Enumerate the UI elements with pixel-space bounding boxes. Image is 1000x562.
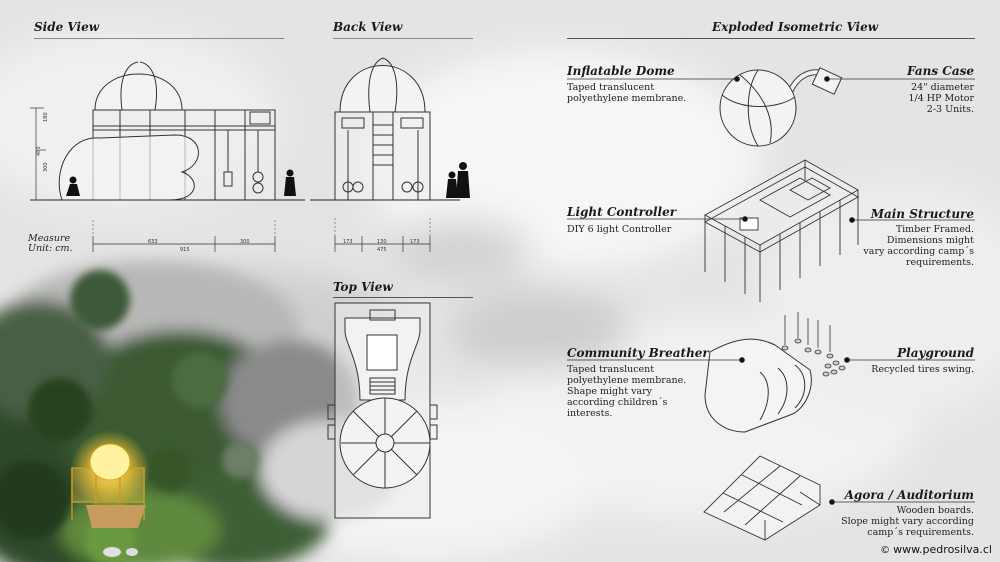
agora-description: Wooden boards. Slope might vary accordin… (841, 505, 974, 538)
side-view-title: Side View (34, 20, 100, 34)
agora-title: Agora / Auditorium (844, 488, 974, 502)
light-title: Light Controller (567, 205, 677, 219)
side-view-drawing (30, 61, 305, 252)
structure-title: Main Structure (870, 207, 974, 221)
dim-back-mid: 130 (377, 239, 387, 245)
copyright-icon: © (880, 545, 891, 556)
leader-lines (567, 76, 975, 505)
iso-playground-drawing (781, 312, 846, 377)
fans-description: 24" diameter 1/4 HP Motor 2-3 Units. (908, 82, 974, 115)
dome-title: Inflatable Dome (567, 64, 675, 78)
dim-side-total: 915 (180, 247, 190, 253)
back-view-rule (333, 38, 473, 39)
measure-note: Measure Unit: cm. (28, 234, 73, 254)
measure-label: Measure (28, 233, 71, 244)
breather-title: Community Breather (567, 346, 709, 360)
side-view-rule (34, 38, 284, 39)
breather-description: Taped translucent polyethylene membrane.… (567, 364, 687, 419)
exploded-view-title: Exploded Isometric View (712, 20, 879, 34)
dome-description: Taped translucent polyethylene membrane. (567, 82, 687, 104)
iso-main-structure-drawing (704, 159, 859, 302)
top-view-drawing (327, 302, 438, 519)
iso-agora-drawing (703, 455, 821, 541)
playground-title: Playground (897, 346, 974, 360)
dim-side-height-base: 300 (43, 162, 49, 172)
dim-back-right: 173 (410, 239, 420, 245)
measure-unit: Unit: cm. (28, 243, 73, 254)
iso-breather-drawing (704, 338, 812, 433)
top-view-rule (333, 297, 473, 298)
back-view-title: Back View (333, 20, 403, 34)
dim-side-height-top: 180 (43, 112, 49, 122)
back-view-drawing (310, 57, 460, 252)
exploded-view-rule (567, 38, 975, 39)
dim-side-width-a: 633 (148, 239, 158, 245)
playground-description: Recycled tires swing. (871, 364, 974, 375)
website-link[interactable]: www.pedrosilva.cl (893, 543, 992, 556)
dim-side-height-total: 480 (36, 146, 42, 156)
dim-back-left: 173 (343, 239, 353, 245)
top-view-title: Top View (333, 280, 393, 294)
light-description: DIY 6 light Controller (567, 224, 672, 235)
structure-description: Timber Framed. Dimensions might vary acc… (863, 224, 974, 268)
dim-side-width-b: 300 (240, 239, 250, 245)
website-credit[interactable]: ©www.pedrosilva.cl (880, 543, 992, 556)
dim-back-total: 475 (377, 247, 387, 253)
children-silhouettes-back (446, 162, 470, 198)
fans-title: Fans Case (906, 64, 974, 78)
children-silhouettes-side (66, 169, 296, 196)
